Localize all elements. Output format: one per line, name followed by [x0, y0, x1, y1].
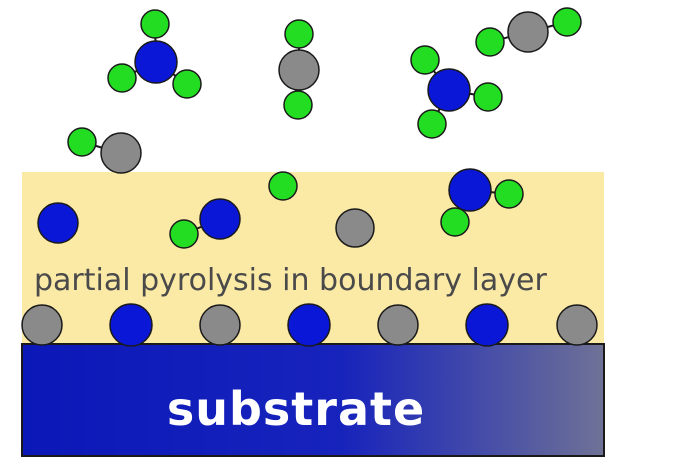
hydrogen-atom [440, 207, 470, 237]
hydrogen-atom [169, 219, 199, 249]
fragment-metal-dihydride [440, 168, 524, 237]
metal-atom [37, 202, 79, 244]
hydrogen-atom [417, 109, 447, 139]
deposited-atom-row [21, 303, 598, 347]
hydrogen-atom [268, 171, 298, 201]
substrate-label: substrate [167, 382, 425, 436]
carbon-atom [556, 304, 598, 346]
metal-atom [448, 168, 492, 212]
metal-atom [199, 198, 241, 240]
hydrogen-atom [140, 9, 170, 39]
hydrogen-atom [475, 27, 505, 57]
hydrogen-atom [473, 82, 503, 112]
metal-atom [427, 68, 471, 112]
metal-atom [134, 40, 178, 84]
carbon-atom [377, 304, 419, 346]
gas-molecule-metal-trihydride-left [107, 9, 202, 99]
substrate-block [21, 343, 605, 457]
hydrogen-atom [410, 45, 440, 75]
carbon-atom [199, 304, 241, 346]
hydrogen-atom [67, 127, 97, 157]
gas-molecule-carbon-dihydride [278, 19, 320, 120]
carbon-atom [21, 304, 63, 346]
hydrogen-atom [494, 179, 524, 209]
hydrogen-atom [552, 7, 582, 37]
hydrogen-atom [283, 90, 313, 120]
hydrogen-atom [172, 69, 202, 99]
metal-atom [287, 303, 331, 347]
carbon-atom [100, 132, 142, 174]
hydrogen-atom [107, 63, 137, 93]
carbon-atom [335, 208, 375, 248]
boundary-layer-label: partial pyrolysis in boundary layer [34, 263, 547, 298]
hydrogen-atom [284, 19, 314, 49]
metal-atom [109, 303, 153, 347]
carbon-atom [278, 49, 320, 91]
fragment-metal-monohydride [169, 198, 241, 249]
gas-molecule-carbon-monohydride [67, 127, 142, 174]
gas-molecule-carbon-dihydride-top-right [475, 7, 582, 57]
carbon-atom [507, 11, 549, 53]
gas-molecule-metal-trihydride-right [410, 45, 503, 139]
metal-atom [465, 303, 509, 347]
